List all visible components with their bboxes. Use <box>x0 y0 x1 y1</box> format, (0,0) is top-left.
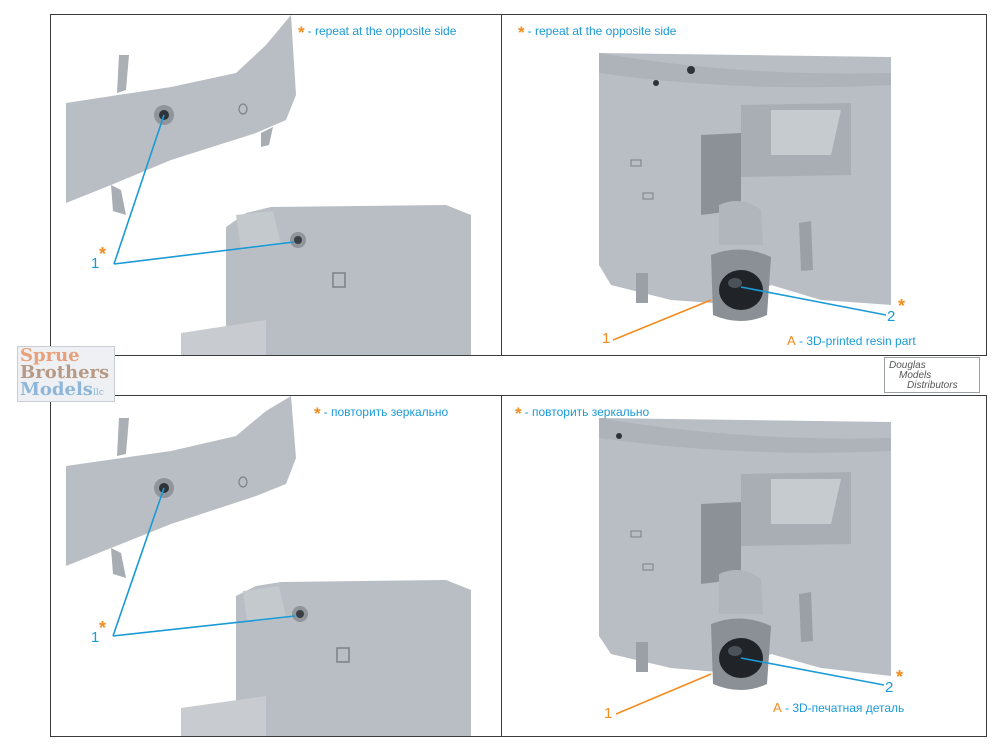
part-caption: A - 3D-printed resin part <box>787 333 916 348</box>
callout-2: 2 <box>887 308 896 325</box>
repeat-note-text: - повторить зеркально <box>524 405 650 419</box>
asterisk-icon: * <box>515 404 522 423</box>
callout-asterisk-icon: * <box>896 667 904 687</box>
asterisk-icon: * <box>314 404 321 423</box>
repeat-note-text: - повторить зеркально <box>323 405 449 419</box>
repeat-note: *- повторить зеркально <box>515 404 649 424</box>
instruction-frame-english: *- repeat at the opposite side 1 * *- re… <box>50 14 987 356</box>
douglas-models-logo: Douglas Models Distributors <box>884 357 980 393</box>
callout-1: 1 <box>602 330 611 347</box>
part-caption: A - 3D-печатная деталь <box>773 700 904 715</box>
repeat-note-text: - repeat at the opposite side <box>527 24 677 38</box>
panel-divider <box>501 396 502 736</box>
part-letter: A <box>787 333 796 348</box>
callout-asterisk-icon: * <box>898 296 906 316</box>
callout-1: 1 <box>604 705 613 722</box>
sprue-brothers-logo: Sprue Brothers Modelsllc <box>17 346 115 402</box>
callout-2: 2 <box>885 679 894 696</box>
part-caption-text: - 3D-printed resin part <box>799 334 916 348</box>
panel-divider <box>501 15 502 355</box>
repeat-note-text: - repeat at the opposite side <box>307 24 457 38</box>
asterisk-icon: * <box>518 23 525 42</box>
callout-asterisk-icon: * <box>99 244 107 264</box>
fuselage-side-illustration <box>66 396 471 736</box>
fuselage-side-illustration <box>66 15 471 355</box>
repeat-note: *- repeat at the opposite side <box>298 23 456 43</box>
repeat-note: *- повторить зеркально <box>314 404 448 424</box>
repeat-note: *- repeat at the opposite side <box>518 23 676 43</box>
callout-asterisk-icon: * <box>99 618 107 638</box>
part-caption-text: - 3D-печатная деталь <box>785 701 905 715</box>
callout-1: 1 <box>91 255 100 272</box>
asterisk-icon: * <box>298 23 305 42</box>
callout-1: 1 <box>91 629 100 646</box>
part-letter: A <box>773 700 782 715</box>
instruction-frame-russian: *- повторить зеркально 1 * *- повторить … <box>50 395 987 737</box>
